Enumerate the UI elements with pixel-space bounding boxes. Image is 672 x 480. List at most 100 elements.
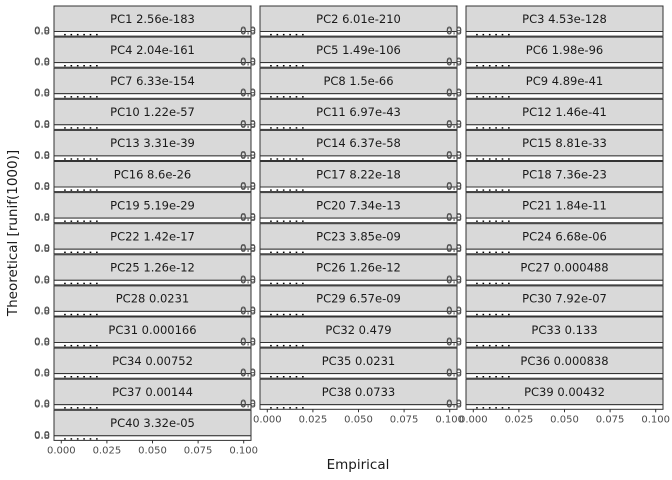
y-tick-label: 0.8 <box>34 58 50 69</box>
y-tick-label: 0.8 <box>446 213 462 224</box>
data-point <box>70 376 73 378</box>
plot-panel <box>53 342 252 348</box>
x-tick-label: 0.000 <box>253 414 282 425</box>
data-point <box>89 344 92 347</box>
y-tick-label: 0.8 <box>446 306 462 317</box>
data-point <box>476 407 478 409</box>
data-point <box>295 313 298 316</box>
x-tick-label: 0.050 <box>344 414 373 425</box>
facet-strip-label: PC11 6.97e-43 <box>316 105 401 119</box>
y-tick-label: 0.0 <box>240 150 256 161</box>
data-point <box>508 407 510 409</box>
data-point <box>488 251 491 253</box>
data-point <box>289 313 291 316</box>
plot-panel <box>465 248 664 255</box>
plot-panel <box>53 155 252 161</box>
x-tick-label: 0.075 <box>596 414 625 425</box>
facet-strip <box>53 254 252 281</box>
y-tick-label: 0.0 <box>446 26 462 37</box>
data-point <box>488 313 491 316</box>
plot-panel <box>259 93 458 99</box>
facet-strip <box>259 67 458 95</box>
y-tick-label: 0.0 <box>34 212 50 223</box>
data-point <box>289 376 291 378</box>
plot-panel <box>259 31 458 37</box>
data-point <box>96 220 98 222</box>
y-tick-label: 0.8 <box>34 338 50 349</box>
data-point <box>495 376 497 378</box>
data-point <box>508 96 510 98</box>
data-point <box>76 189 79 191</box>
data-point <box>295 65 298 67</box>
data-point <box>96 158 98 160</box>
data-point <box>96 282 98 285</box>
data-point <box>476 376 478 378</box>
data-point <box>70 33 73 36</box>
y-tick-label: 0.8 <box>446 151 462 162</box>
data-point <box>276 96 279 98</box>
x-tick-label: 0.000 <box>459 414 488 425</box>
plot-panel <box>53 93 252 99</box>
plot-panel <box>465 404 664 410</box>
facet-strip-label: PC37 0.00144 <box>112 385 193 399</box>
y-tick-label: 0.8 <box>446 244 462 255</box>
facet-strip-label: PC31 0.000166 <box>108 323 196 337</box>
y-tick-label: 0.0 <box>446 212 462 223</box>
facet-panel: PC6 1.98e-960.80.0 <box>446 36 664 69</box>
y-tick-label: 0.0 <box>240 274 256 285</box>
data-point <box>83 127 85 129</box>
data-point <box>501 189 504 191</box>
x-tick-label: 0.100 <box>641 414 670 425</box>
y-tick-label: 0.8 <box>34 431 50 442</box>
data-point <box>508 344 510 347</box>
facet-strip-label: PC16 8.6e-26 <box>114 167 191 181</box>
data-point <box>295 158 298 160</box>
y-tick-label: 0.0 <box>34 88 50 99</box>
data-point <box>89 438 92 440</box>
y-tick-label: 0.8 <box>240 400 256 411</box>
facet-panel: PC19 5.19e-290.80.0 <box>34 192 252 224</box>
x-tick-label: 0.075 <box>184 445 213 456</box>
plot-panel <box>465 93 664 99</box>
y-tick-label: 0.0 <box>446 243 462 254</box>
data-point <box>302 376 304 378</box>
facet-strip <box>259 254 458 281</box>
data-point <box>302 33 304 36</box>
data-point <box>70 251 73 253</box>
data-point <box>476 251 478 253</box>
data-point <box>476 96 478 98</box>
y-tick-label: 0.8 <box>446 275 462 286</box>
data-point <box>488 158 491 160</box>
facet-strip <box>465 316 664 343</box>
x-tick-label: 0.100 <box>229 445 258 456</box>
x-tick-label: 0.075 <box>390 414 419 425</box>
data-point <box>289 251 291 253</box>
data-point <box>302 407 304 409</box>
plot-panel <box>53 217 252 224</box>
data-point <box>70 282 73 285</box>
data-point <box>89 220 92 222</box>
data-point <box>276 127 279 129</box>
facet-panel: PC26 1.26e-120.80.0 <box>240 254 458 286</box>
data-point <box>64 33 66 36</box>
data-point <box>270 313 272 316</box>
data-point <box>476 33 478 36</box>
data-point <box>488 376 491 378</box>
data-point <box>508 282 510 285</box>
facet-strip <box>53 67 252 95</box>
y-tick-label: 0.8 <box>34 275 50 286</box>
data-point <box>508 65 510 67</box>
facet-strip-label: PC10 1.22e-57 <box>110 105 195 119</box>
facet-panel: PC22 1.42e-170.80.0 <box>34 223 252 255</box>
data-point <box>295 220 298 222</box>
facet-panel: PC11 6.97e-430.80.0 <box>240 98 458 131</box>
data-point <box>476 344 478 347</box>
data-point <box>64 127 66 129</box>
data-point <box>76 282 79 285</box>
data-point <box>482 96 485 98</box>
x-tick-label: 0.050 <box>138 445 167 456</box>
y-tick-label: 0.0 <box>240 26 256 37</box>
data-point <box>76 33 79 36</box>
